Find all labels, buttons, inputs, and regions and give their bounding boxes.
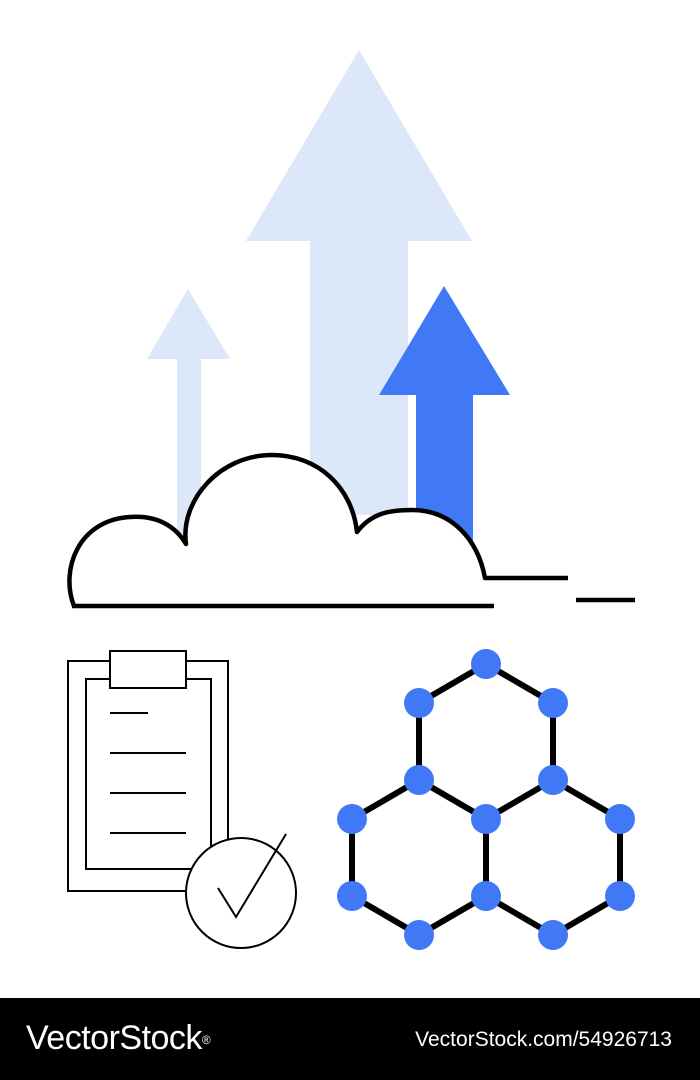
atom	[605, 804, 635, 834]
small-light-arrow	[147, 289, 230, 540]
clipboard-paper	[85, 678, 212, 870]
atom	[471, 881, 501, 911]
watermark-id: VectorStock.com/54926713	[415, 1028, 672, 1051]
clipboard-clip	[109, 650, 187, 689]
atom	[605, 881, 635, 911]
illustration	[67, 50, 635, 950]
atom	[471, 804, 501, 834]
check-circle	[185, 837, 297, 949]
watermark-bar: VectorStock® VectorStock.com/54926713	[0, 998, 700, 1080]
cloud-icon	[67, 452, 635, 609]
large-light-arrow	[246, 50, 472, 515]
atom	[404, 688, 434, 718]
atom	[337, 881, 367, 911]
atom	[404, 920, 434, 950]
check-mark	[217, 833, 287, 919]
atom	[337, 804, 367, 834]
watermark-brand-text: VectorStock	[26, 1019, 202, 1057]
clipboard-icon	[67, 650, 229, 892]
watermark-brand: VectorStock®	[26, 1018, 211, 1058]
atom	[538, 765, 568, 795]
molecule-atoms	[337, 649, 635, 950]
checkmark-circle-icon	[185, 833, 297, 949]
growth-arrows-icon	[147, 50, 510, 545]
atom	[538, 688, 568, 718]
blue-arrow	[379, 286, 510, 545]
watermark-brand-mark: ®	[201, 1033, 211, 1047]
atom	[404, 765, 434, 795]
molecule-hexagon-icon	[337, 649, 635, 950]
atom	[471, 649, 501, 679]
cloud-outline	[67, 452, 568, 607]
atom	[538, 920, 568, 950]
